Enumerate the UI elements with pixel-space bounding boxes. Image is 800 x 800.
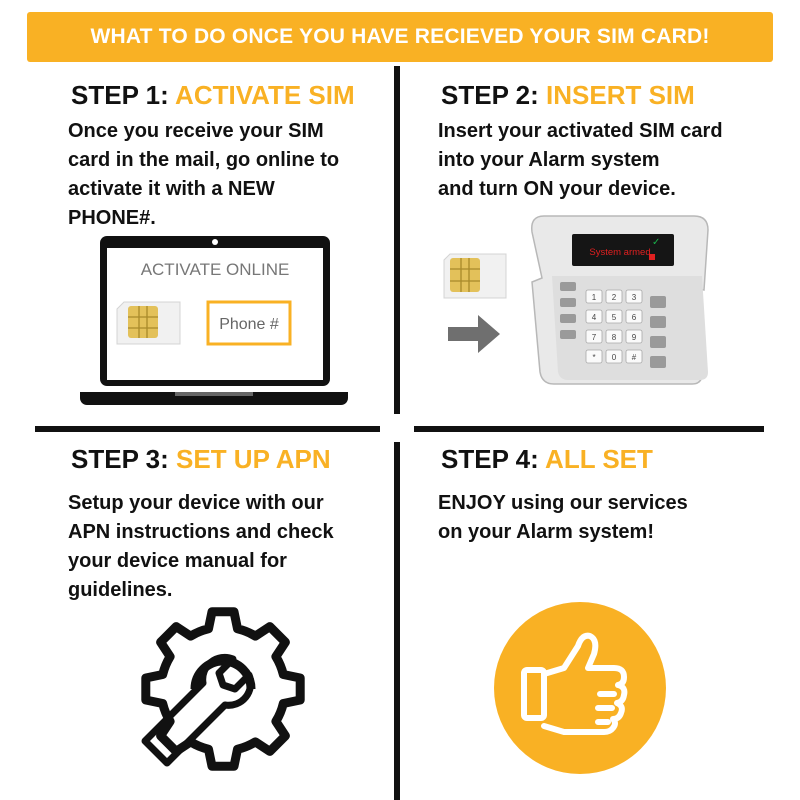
step1-line: activate it with a NEW: [68, 178, 275, 200]
keypad-key: [625, 309, 643, 324]
step4-text: ENJOY using our services on your Alarm s…: [438, 489, 688, 547]
divider-horizontal-right: [414, 426, 764, 432]
step4-heading: STEP 4: ALL SET: [441, 444, 653, 475]
keypad-key-label: 4: [592, 313, 597, 322]
keypad-key: [605, 329, 623, 344]
step2-line: and turn ON your device.: [438, 178, 676, 200]
phone-field-label: Phone #: [219, 316, 279, 333]
step4-title: ALL SET: [545, 444, 653, 474]
keypad-key-label: 1: [592, 293, 597, 302]
keypad-key: [625, 329, 643, 344]
step1-title: ACTIVATE SIM: [175, 80, 355, 110]
step3-line: guidelines.: [68, 579, 173, 601]
keypad-key-label: 8: [612, 333, 617, 342]
keypad-key-label: 2: [612, 293, 617, 302]
page-banner: WHAT TO DO ONCE YOU HAVE RECIEVED YOUR S…: [27, 12, 773, 62]
step1-line: Once you receive your SIM: [68, 120, 324, 142]
keypad-key: [605, 349, 623, 364]
keypad-key-label: 3: [632, 293, 637, 302]
step1-line: PHONE#.: [68, 207, 156, 229]
divider-horizontal-left: [35, 426, 380, 432]
phone-input-field: [206, 300, 292, 346]
step1-text: Once you receive your SIM card in the ma…: [68, 117, 339, 233]
keypad-key: [605, 289, 623, 304]
step2-heading: STEP 2: INSERT SIM: [441, 80, 695, 111]
sim-card-icon: [443, 253, 507, 299]
step2-line: Insert your activated SIM card: [438, 120, 723, 142]
check-icon: ✓: [652, 237, 660, 248]
step2-label: STEP 2:: [441, 80, 539, 110]
keypad-key: [585, 329, 603, 344]
alarm-display-text: System armed: [589, 247, 650, 258]
divider-vertical-top: [394, 66, 400, 414]
divider-vertical-bottom: [394, 442, 400, 800]
keypad-key: [625, 349, 643, 364]
keypad-key-label: 5: [612, 313, 617, 322]
keypad-key-label: 9: [632, 333, 637, 342]
step1-label: STEP 1:: [71, 80, 169, 110]
arrow-right-icon: [448, 315, 500, 353]
laptop-heading: ACTIVATE ONLINE: [141, 260, 290, 279]
keypad-key-label: 7: [592, 333, 597, 342]
step2-title: INSERT SIM: [546, 80, 695, 110]
keypad-key-label: #: [632, 353, 637, 362]
thumbs-up-icon: [494, 602, 666, 774]
step3-line: Setup your device with our: [68, 492, 324, 514]
step1-heading: STEP 1: ACTIVATE SIM: [71, 80, 355, 111]
step3-label: STEP 3:: [71, 444, 169, 474]
step3-heading: STEP 3: SET UP APN: [71, 444, 331, 475]
keypad-key: [585, 289, 603, 304]
side-keys: [560, 282, 666, 368]
step3-line: your device manual for: [68, 550, 287, 572]
step4-line: ENJOY using our services: [438, 492, 688, 514]
step3-text: Setup your device with our APN instructi…: [68, 489, 334, 605]
alarm-keypad-icon: System armed ✓ 1 2 3 4 5 6 7 8 9 * 0 #: [531, 215, 709, 385]
step4-line: on your Alarm system!: [438, 521, 654, 543]
step2-line: into your Alarm system: [438, 149, 660, 171]
lock-icon: [649, 254, 655, 260]
step4-label: STEP 4:: [441, 444, 539, 474]
keypad-key-label: *: [592, 353, 595, 362]
keypad-key: [625, 289, 643, 304]
keypad-key: [605, 309, 623, 324]
laptop-icon: ACTIVATE ONLINE Phone #: [80, 236, 348, 405]
keypad-grid: 1 2 3 4 5 6 7 8 9 * 0 #: [585, 289, 643, 364]
keypad-key-label: 6: [632, 313, 637, 322]
step3-line: APN instructions and check: [68, 521, 334, 543]
step3-title: SET UP APN: [176, 444, 331, 474]
keypad-key-label: 0: [612, 353, 617, 362]
sim-card-icon: [116, 301, 181, 345]
step2-text: Insert your activated SIM card into your…: [438, 117, 723, 204]
keypad-key: [585, 309, 603, 324]
keypad-key: [585, 349, 603, 364]
gear-wrench-icon: [141, 607, 305, 771]
step1-line: card in the mail, go online to: [68, 149, 340, 171]
